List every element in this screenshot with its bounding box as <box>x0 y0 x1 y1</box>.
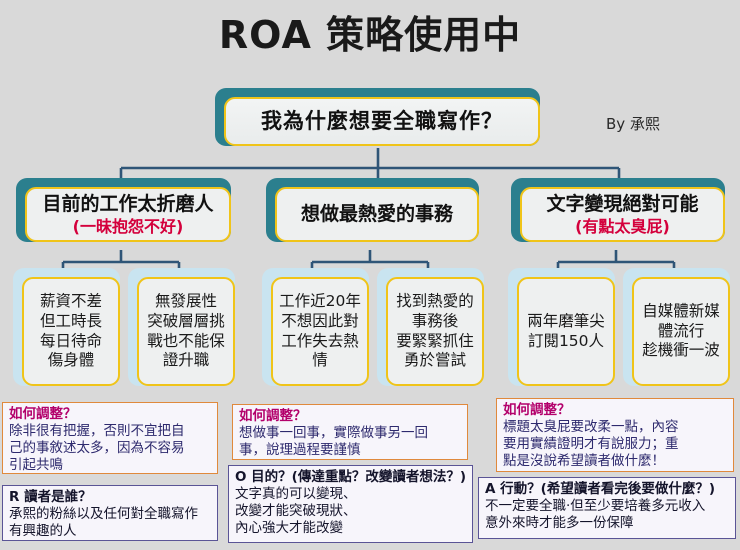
root-label: 我為什麼想要全職寫作？ <box>261 109 503 134</box>
branch-3-subtitle: (有點太臭屁) <box>575 216 670 236</box>
leaf-node-3[interactable]: 工作近20年 不想因此對 工作失去熱 情 <box>262 268 369 386</box>
branch-3-face: 文字變現絕對可能 (有點太臭屁) <box>520 187 725 242</box>
branch-1-subtitle: (一昧抱怨不好) <box>72 216 184 236</box>
leaf-node-5[interactable]: 兩年磨筆尖 訂閱150人 <box>508 268 615 386</box>
roa-reader-heading: R 讀者是誰？ <box>9 489 92 505</box>
branch-3-title: 文字變現絕對可能 <box>546 193 699 216</box>
leaf-4-label: 找到熱愛的 事務後 要緊緊抓住 勇於嘗試 <box>396 292 474 370</box>
leaf-6-face: 自媒體新媒 體流行 趁機衝一波 <box>632 277 730 386</box>
roa-action-body: 不一定要全職‧但至少要培養多元收入 意外來時才能多一份保障 <box>485 498 706 531</box>
note-1-body: 除非很有把握，否則不宜把自 己的事敘述太多，因為不容易 引起共鳴 <box>9 423 185 473</box>
roa-objective-body: 文字真的可以變現、 改變才能突破現狀、 內心強大才能改變 <box>235 486 357 536</box>
leaf-6-label: 自媒體新媒 體流行 趁機衝一波 <box>642 302 720 360</box>
roa-action-heading: A 行動？(希望讀者看完後要做什麼？) <box>485 481 715 497</box>
branch-node-1[interactable]: 目前的工作太折磨人 (一昧抱怨不好) <box>16 178 231 242</box>
leaf-5-label: 兩年磨筆尖 訂閱150人 <box>527 311 605 350</box>
branch-1-face: 目前的工作太折磨人 (一昧抱怨不好) <box>25 187 231 242</box>
branch-2-title: 想做最熱愛的事務 <box>300 202 453 225</box>
root-node[interactable]: 我為什麼想要全職寫作？ <box>215 88 540 146</box>
byline: By 承熙 <box>606 115 660 133</box>
leaf-2-face: 無發展性 突破層層挑 戰也不能保 證升職 <box>137 277 235 386</box>
note-3-heading: 如何調整？ <box>503 402 571 418</box>
note-2-heading: 如何調整？ <box>239 408 307 424</box>
roa-box-objective[interactable]: O 目的？(傳達重點？改變讀者想法？) 文字真的可以變現、 改變才能突破現狀、 … <box>228 465 473 543</box>
leaf-1-label: 薪資不差 但工時長 每日待命 傷身體 <box>39 292 102 370</box>
page-title: ROA 策略使用中 <box>218 13 522 57</box>
leaf-node-2[interactable]: 無發展性 突破層層挑 戰也不能保 證升職 <box>128 268 235 386</box>
note-box-2[interactable]: 如何調整？ 想做事一回事，實際做事另一回 事，說理過程要謹慎 <box>232 404 468 460</box>
leaf-node-1[interactable]: 薪資不差 但工時長 每日待命 傷身體 <box>13 268 120 386</box>
leaf-5-face: 兩年磨筆尖 訂閱150人 <box>517 277 615 386</box>
leaf-node-4[interactable]: 找到熱愛的 事務後 要緊緊抓住 勇於嘗試 <box>377 268 484 386</box>
note-box-1[interactable]: 如何調整？ 除非很有把握，否則不宜把自 己的事敘述太多，因為不容易 引起共鳴 <box>2 402 218 474</box>
note-3-body: 標題太臭屁要改柔一點，內容 要用實績證明才有說服力；重 點是沒說希望讀者做什麼！ <box>503 419 679 469</box>
leaf-node-6[interactable]: 自媒體新媒 體流行 趁機衝一波 <box>623 268 730 386</box>
note-2-body: 想做事一回事，實際做事另一回 事，說理過程要謹慎 <box>239 425 428 458</box>
branch-node-2[interactable]: 想做最熱愛的事務 <box>266 178 479 242</box>
roa-box-reader[interactable]: R 讀者是誰？ 承熙的粉絲以及任何對全職寫作 有興趣的人 <box>2 485 218 541</box>
roa-box-action[interactable]: A 行動？(希望讀者看完後要做什麼？) 不一定要全職‧但至少要培養多元收入 意外… <box>478 477 736 539</box>
roa-objective-heading: O 目的？(傳達重點？改變讀者想法？) <box>235 469 467 485</box>
leaf-2-label: 無發展性 突破層層挑 戰也不能保 證升職 <box>147 292 225 370</box>
roa-reader-body: 承熙的粉絲以及任何對全職寫作 有興趣的人 <box>9 506 198 539</box>
branch-node-3[interactable]: 文字變現絕對可能 (有點太臭屁) <box>511 178 725 242</box>
leaf-1-face: 薪資不差 但工時長 每日待命 傷身體 <box>22 277 120 386</box>
leaf-4-face: 找到熱愛的 事務後 要緊緊抓住 勇於嘗試 <box>386 277 484 386</box>
note-box-3[interactable]: 如何調整？ 標題太臭屁要改柔一點，內容 要用實績證明才有說服力；重 點是沒說希望… <box>496 398 734 472</box>
branch-2-face: 想做最熱愛的事務 <box>275 187 479 242</box>
note-1-heading: 如何調整？ <box>9 406 77 422</box>
leaf-3-label: 工作近20年 不想因此對 工作失去熱 情 <box>279 292 361 370</box>
branch-1-title: 目前的工作太折磨人 <box>42 193 214 216</box>
leaf-3-face: 工作近20年 不想因此對 工作失去熱 情 <box>271 277 369 386</box>
root-face: 我為什麼想要全職寫作？ <box>224 97 540 146</box>
